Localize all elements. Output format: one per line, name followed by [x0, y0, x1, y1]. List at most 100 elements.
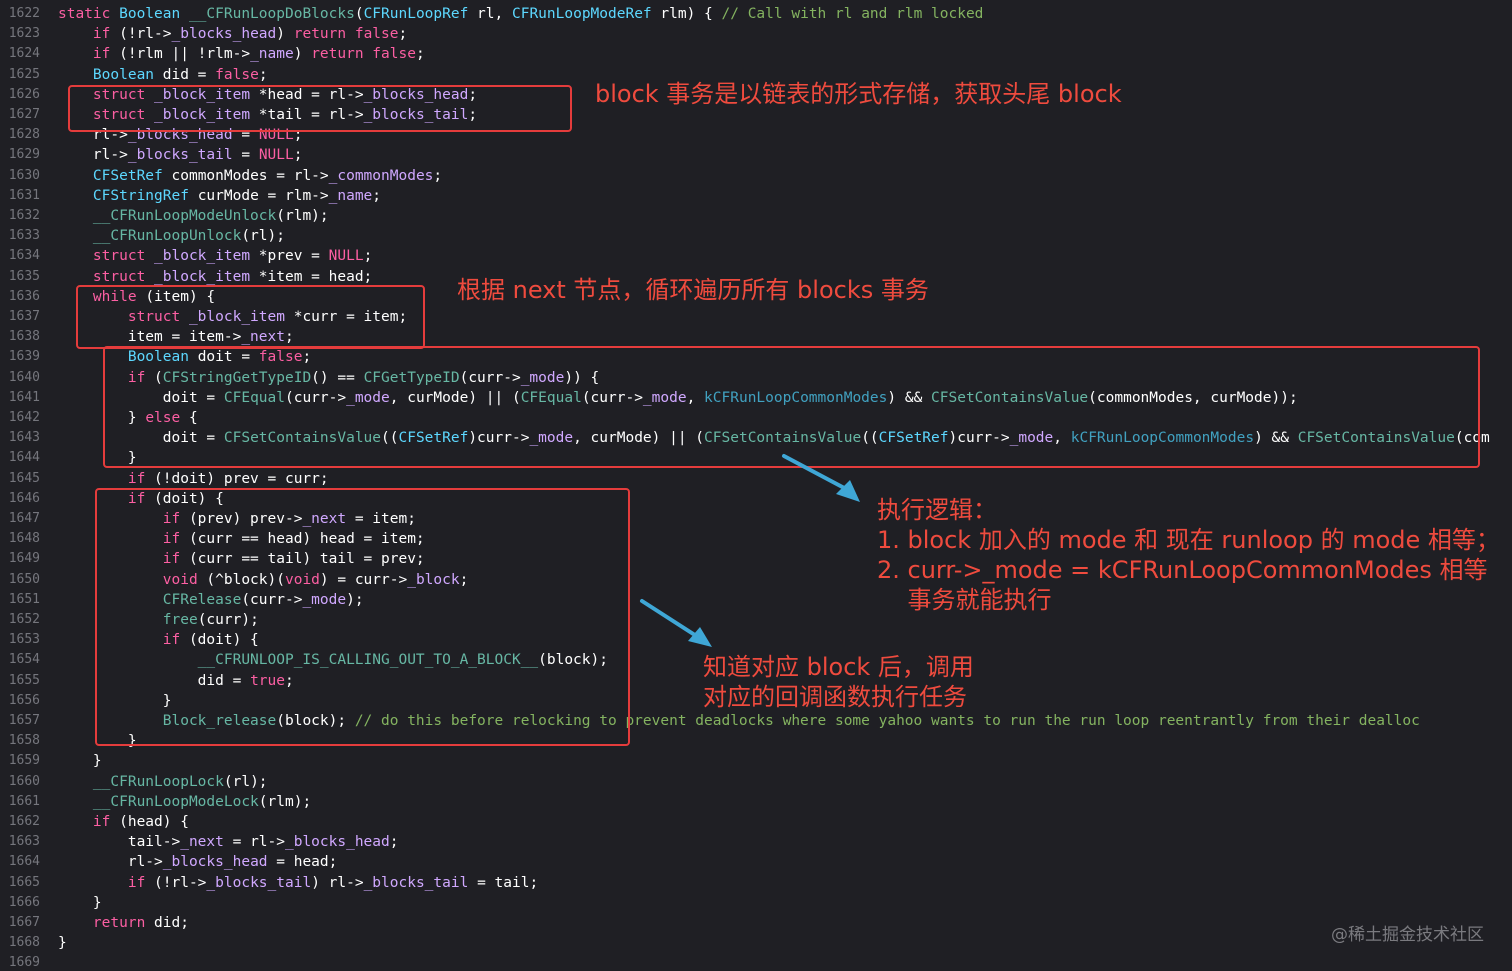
code-token: (block); [538, 652, 608, 669]
code-text: } [58, 751, 102, 771]
code-token: , curMode) || ( [573, 430, 705, 447]
code-line: 1631 CFStringRef curMode = rlm->_name; [0, 186, 1512, 206]
code-token: return false [311, 46, 416, 63]
code-text: } [58, 893, 102, 913]
code-line: 1640 if (CFStringGetTypeID() == CFGetTyp… [0, 368, 1512, 388]
code-token: (!rlm || !rlm-> [119, 46, 251, 63]
code-token: (^block)( [206, 571, 285, 588]
code-token: ; [363, 248, 373, 265]
code-line: 1651 CFRelease(curr->_mode); [0, 590, 1512, 610]
code-token: , [686, 389, 705, 406]
code-token: _blocks_tail [127, 147, 233, 164]
code-token: *head = rl-> [258, 86, 364, 103]
line-number: 1630 [8, 167, 40, 183]
code-token: = item; [346, 511, 416, 527]
code-text: Boolean doit = false; [58, 347, 311, 367]
code-token: doit = [197, 349, 259, 366]
code-text: CFSetRef commonModes = rl->_commonModes; [58, 166, 442, 186]
code-token: if [58, 874, 155, 891]
code-text: if (!rl->_blocks_head) return false; [58, 24, 407, 44]
code-text: if (curr == tail) tail = prev; [58, 549, 425, 569]
code-token: __CFRunLoopModeUnlock [58, 208, 277, 224]
code-token: doit = [58, 389, 224, 406]
code-line: 1634 struct _block_item *prev = NULL; [0, 246, 1512, 266]
code-token: __CFRunLoopModeLock [58, 793, 259, 810]
code-token: _mode [346, 389, 390, 406]
code-token: static [58, 6, 120, 22]
code-token: (prev) prev-> [188, 511, 303, 527]
code-text: struct _block_item *curr = item; [58, 307, 407, 327]
code-token: _commonModes [328, 167, 434, 184]
code-token: ; [433, 167, 443, 184]
line-number: 1666 [8, 894, 40, 910]
code-token: _block [407, 571, 460, 588]
line-number: 1657 [8, 713, 40, 728]
code-token: if [58, 369, 155, 386]
code-token: CFRelease [58, 591, 242, 608]
code-line: 1642 } else { [0, 408, 1512, 428]
annotation-callback: 知道对应 block 后，调用 对应的回调函数执行任务 [703, 653, 974, 711]
code-token: ; [459, 571, 469, 588]
code-token: _blocks_head [162, 854, 268, 871]
code-text: __CFRunLoopLock(rl); [58, 772, 268, 792]
code-token: } [58, 733, 137, 750]
code-text: } [58, 691, 172, 711]
code-token: , curMode) || ( [389, 389, 521, 406]
code-line: 1646 if (doit) { [0, 489, 1512, 509]
code-line: 1653 if (doit) { [0, 630, 1512, 650]
code-token: kCFRunLoopCommonModes [704, 389, 888, 406]
code-token: CFSetContainsValue [704, 430, 862, 447]
code-token: (!rl-> [119, 26, 172, 43]
code-token: ; [284, 672, 294, 689]
code-token: (commonModes, curMode)); [1088, 389, 1298, 406]
code-line: 1656 } [0, 691, 1512, 711]
code-line: 1643 doit = CFSetContainsValue((CFSetRef… [0, 428, 1512, 448]
code-token: = tail; [468, 874, 539, 891]
code-line: 1623 if (!rl->_blocks_head) return false… [0, 24, 1512, 44]
code-token: tail-> [58, 834, 181, 851]
code-token: _block_item [154, 86, 259, 103]
code-token: _blocks_tail [363, 874, 469, 891]
line-number: 1636 [8, 288, 40, 304]
code-token: CFStringGetTypeID [162, 369, 312, 386]
code-token: ) && [887, 389, 932, 406]
code-token: void [284, 571, 320, 588]
code-line: 1654 __CFRUNLOOP_IS_CALLING_OUT_TO_A_BLO… [0, 650, 1512, 670]
code-token: CFStringRef [58, 187, 198, 204]
highlight-box-while-loop [76, 285, 425, 349]
code-line: 1660 __CFRunLoopLock(rl); [0, 772, 1512, 792]
line-number: 1638 [8, 329, 40, 345]
code-token: ; [258, 66, 268, 83]
code-token: ) [293, 46, 312, 63]
line-number: 1632 [8, 208, 40, 223]
code-text: __CFRunLoopUnlock(rl); [58, 226, 285, 246]
code-token: struct [58, 107, 155, 123]
code-token: } [58, 410, 146, 426]
code-token: NULL [328, 248, 364, 265]
code-text: if (doit) { [58, 489, 224, 509]
code-token: true [250, 672, 285, 689]
code-text: __CFRUNLOOP_IS_CALLING_OUT_TO_A_BLOCK__(… [58, 650, 608, 670]
code-token: ) = curr-> [319, 571, 408, 588]
code-token: CFEqual [520, 389, 582, 406]
code-token: *prev = [258, 248, 329, 265]
code-text: __CFRunLoopModeLock(rlm); [58, 792, 311, 812]
code-token: *curr = item; [293, 309, 408, 325]
line-number: 1628 [8, 127, 40, 143]
code-line: 1665 if (!rl->_blocks_tail) rl->_blocks_… [0, 873, 1512, 893]
code-line: 1655 did = true; [0, 671, 1512, 691]
line-number: 1633 [8, 228, 40, 244]
line-number: 1629 [8, 147, 40, 163]
code-token: _mode [529, 430, 574, 447]
line-number: 1653 [8, 632, 40, 648]
code-token: (curr); [197, 612, 259, 628]
line-number: 1665 [8, 874, 40, 890]
code-token: ) [276, 26, 294, 43]
code-text: free(curr); [58, 610, 259, 630]
code-token: Boolean [58, 349, 198, 366]
code-line: 1664 rl->_blocks_head = head; [0, 852, 1512, 872]
code-token: ( [354, 6, 364, 22]
code-text: void (^block)(void) = curr->_block; [58, 570, 469, 590]
code-token: _name [250, 46, 294, 63]
